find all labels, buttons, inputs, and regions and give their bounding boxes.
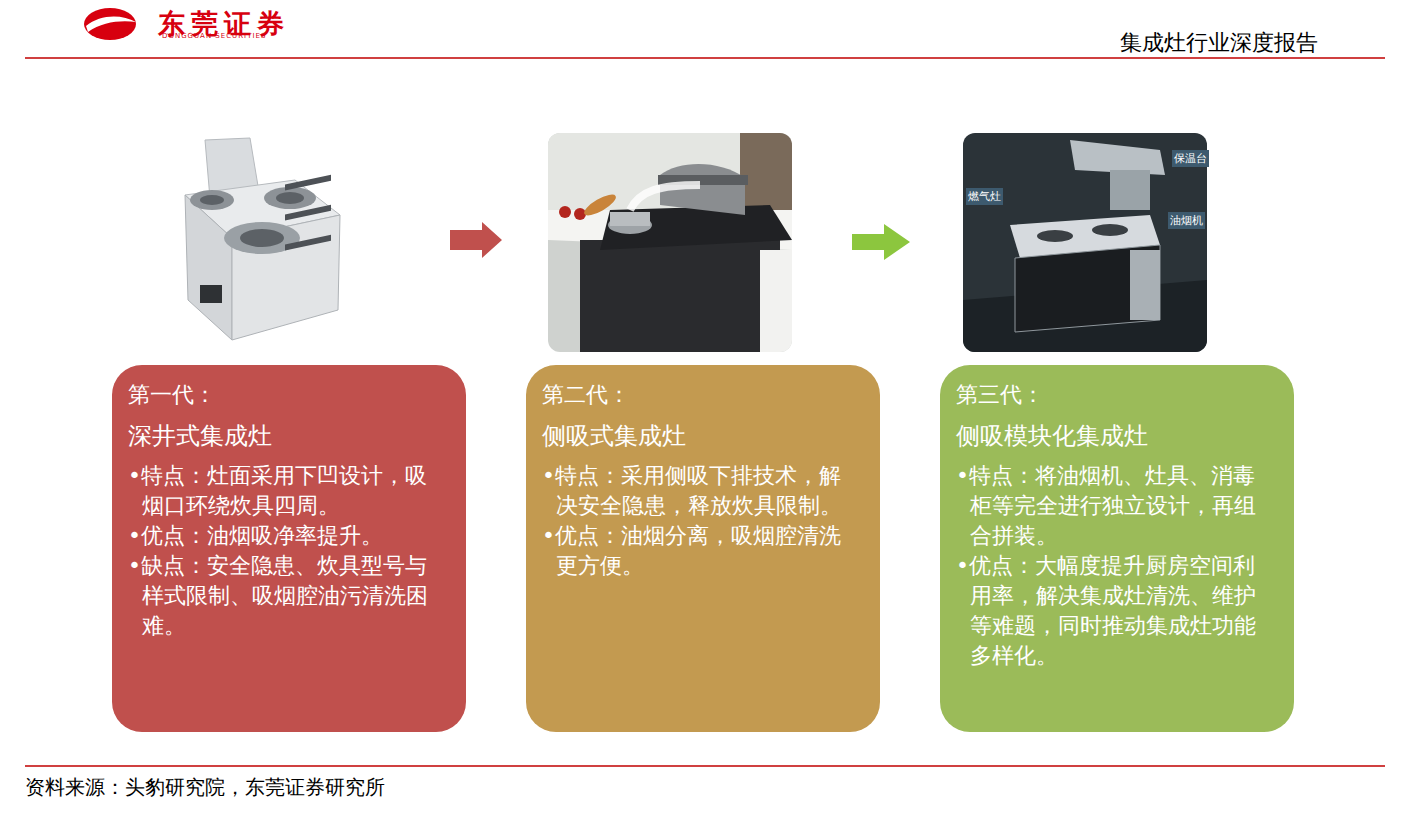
bullet-text: •缺点：安全隐患、炊具型号与样式限制、吸烟腔油污清洗困难。	[128, 551, 432, 641]
bullet-text: •特点：灶面采用下凹设计，吸烟口环绕炊具四周。	[128, 461, 432, 521]
generation-box: 第一代： 深井式集成灶 •特点：灶面采用下凹设计，吸烟口环绕炊具四周。•优点：油烟吸…	[112, 365, 466, 732]
part-label: 保温台	[1172, 150, 1209, 167]
source-note: 资料来源：头豹研究院，东莞证券研究所	[25, 774, 385, 801]
generation-label: 第二代：	[542, 379, 846, 411]
box-heading: 侧吸式集成灶	[542, 419, 846, 453]
bullet-text: •优点：油烟吸净率提升。	[128, 521, 432, 551]
generation-label: 第三代：	[956, 379, 1260, 411]
brand-subtitle: DONGGUAN SECURITIES	[162, 32, 266, 40]
part-label: 油烟机	[1168, 212, 1205, 229]
bullet-text: •特点：采用侧吸下排技术，解决安全隐患，释放炊具限制。	[542, 461, 846, 521]
stove-photo-3	[963, 133, 1207, 352]
flow-arrow	[852, 224, 910, 260]
box-heading: 侧吸模块化集成灶	[956, 419, 1260, 453]
part-label: 燃气灶	[966, 188, 1003, 205]
flow-arrow	[450, 222, 502, 258]
generation-label: 第一代：	[128, 379, 432, 411]
bullet-text: •优点：大幅度提升厨房空间利用率，解决集成灶清洗、维护等难题，同时推动集成灶功能…	[956, 551, 1260, 671]
box-heading: 深井式集成灶	[128, 419, 432, 453]
running-header: 集成灶行业深度报告	[1120, 28, 1318, 58]
generation-box: 第二代： 侧吸式集成灶 •特点：采用侧吸下排技术，解决安全隐患，释放炊具限制。•优点…	[526, 365, 880, 732]
footer-rule	[25, 765, 1385, 767]
stove-photo-1	[185, 138, 340, 340]
bullet-text: •特点：将油烟机、灶具、消毒柜等完全进行独立设计，再组合拼装。	[956, 461, 1260, 551]
bullet-text: •优点：油烟分离，吸烟腔清洗更方便。	[542, 521, 846, 581]
stove-photo-2	[548, 133, 792, 352]
generation-box: 第三代： 侧吸模块化集成灶 •特点：将油烟机、灶具、消毒柜等完全进行独立设计，再组合…	[940, 365, 1294, 732]
header-rule	[25, 57, 1385, 59]
logo-icon	[84, 8, 136, 40]
